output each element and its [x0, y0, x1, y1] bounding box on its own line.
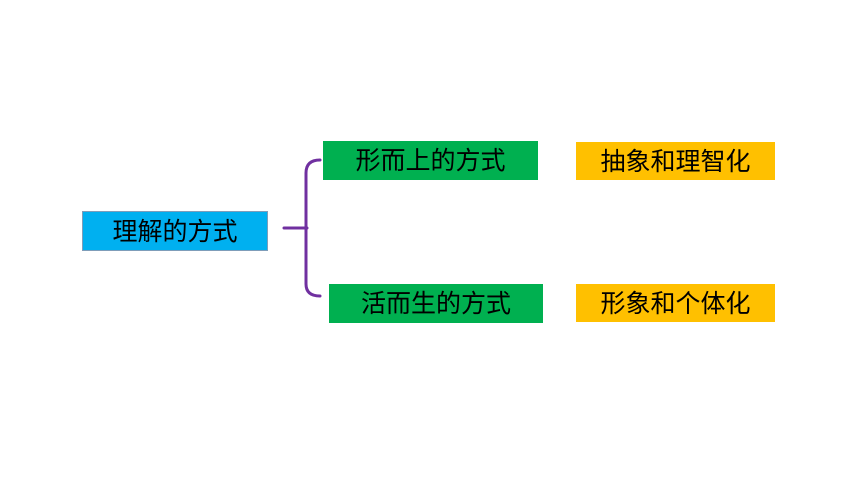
- result-node-1: 抽象和理智化: [576, 142, 775, 180]
- bracket-curve: [304, 158, 322, 298]
- result-node-1-label: 抽象和理智化: [600, 146, 751, 176]
- root-node-label: 理解的方式: [112, 216, 238, 246]
- branch-node-2: 活而生的方式: [329, 284, 543, 323]
- branch-node-1-label: 形而上的方式: [355, 146, 506, 175]
- result-node-2-label: 形象和个体化: [600, 288, 751, 318]
- branch-node-1: 形而上的方式: [323, 141, 538, 180]
- result-node-2: 形象和个体化: [576, 284, 775, 322]
- root-node: 理解的方式: [82, 211, 268, 251]
- branch-node-2-label: 活而生的方式: [360, 289, 511, 318]
